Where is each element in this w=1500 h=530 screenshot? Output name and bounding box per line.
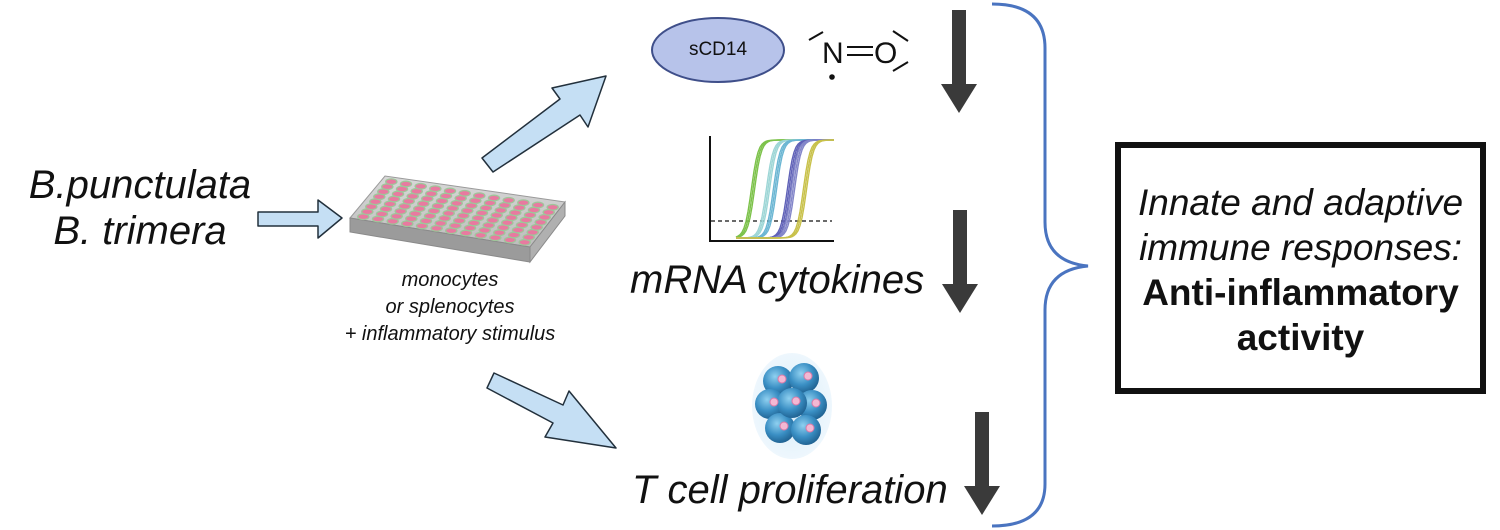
culture-line-3: + inflammatory stimulus (344, 323, 556, 345)
plate-well (385, 178, 398, 186)
plate-well (458, 189, 471, 197)
mrna-cytokines-label: mRNA cytokines (630, 258, 925, 302)
decrease-arrow-mrna (942, 210, 978, 313)
plate-well (473, 192, 486, 200)
result-line-3: Anti-inflammatory (1142, 272, 1459, 313)
plate-well (502, 196, 515, 204)
culture-line-1: monocytes (401, 269, 499, 291)
plate-well (443, 187, 457, 195)
scd14-label: sCD14 (688, 39, 748, 60)
arrow-to-tcell-proliferation (486, 372, 617, 449)
arrow-to-soluble-markers (481, 75, 607, 173)
scd14-ellipse (651, 17, 785, 83)
culture-description: monocytes or splenocytes + inflammatory … (300, 267, 600, 348)
input-arrow (257, 199, 343, 239)
qpcr-amplification-plot (709, 136, 835, 242)
multiwell-plate-icon (349, 175, 566, 264)
grouping-brace (991, 2, 1089, 528)
plate-well (546, 203, 559, 211)
tcell-cluster-icon (752, 353, 832, 459)
plate-well (399, 180, 413, 188)
plate-well (517, 199, 530, 207)
result-box: Innate and adaptive immune responses: An… (1115, 142, 1486, 394)
plate-well (414, 182, 427, 190)
svg-text:O: O (874, 37, 897, 70)
result-line-4: activity (1236, 317, 1365, 358)
culture-line-2: or splenocytes (385, 296, 515, 318)
result-line-2: immune responses: (1139, 227, 1462, 268)
nitric-oxide-structure (808, 30, 909, 72)
plate-well (487, 194, 501, 202)
radical-dot (829, 74, 835, 80)
plate-well (429, 185, 442, 193)
result-line-1: Innate and adaptive (1137, 182, 1464, 223)
plate-well (531, 201, 545, 209)
species-label-2: B. trimera (53, 209, 227, 253)
svg-text:N: N (822, 37, 844, 70)
decrease-arrow-tcell (964, 412, 1000, 515)
decrease-arrow-soluble (941, 10, 977, 113)
species-label-1: B.punctulata (28, 163, 252, 207)
amplification-curve (736, 139, 835, 239)
tcell-proliferation-label: T cell proliferation (632, 468, 948, 512)
